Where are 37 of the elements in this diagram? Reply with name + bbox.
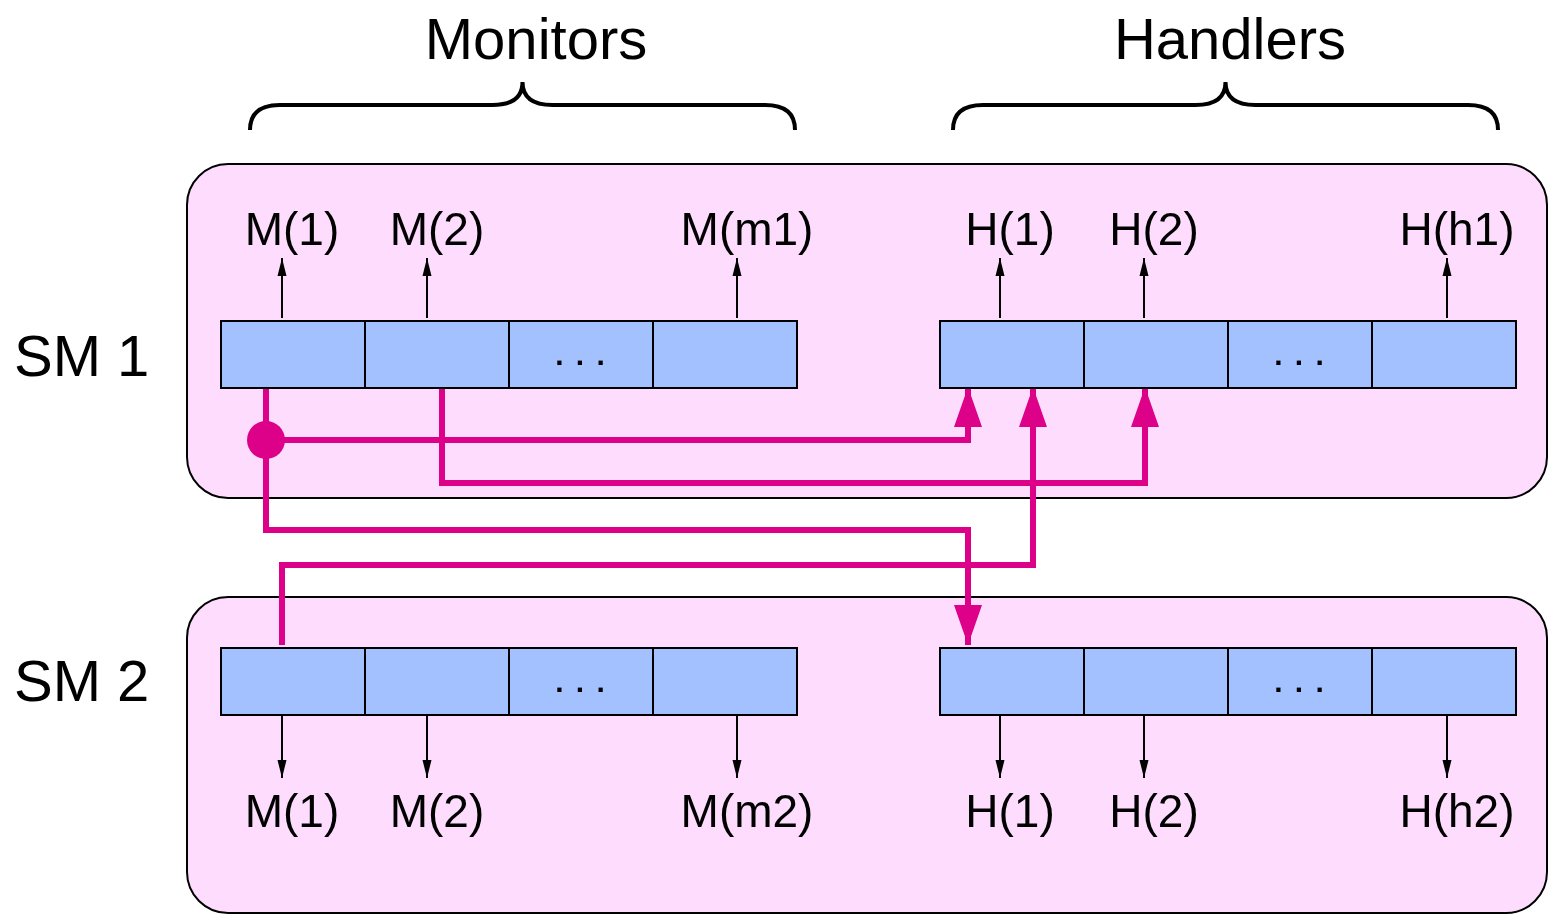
register-cell <box>220 647 366 716</box>
register-cell <box>364 320 510 389</box>
arrow <box>422 257 432 319</box>
register-cell <box>364 647 510 716</box>
arrow <box>1139 257 1149 319</box>
arrow <box>1139 713 1149 779</box>
arrow <box>732 713 742 779</box>
arrow <box>277 257 287 319</box>
register-cell <box>1083 647 1229 716</box>
register-cell: . . . <box>1227 647 1373 716</box>
signal-label: M(m2) <box>667 780 827 842</box>
register-cell <box>939 647 1085 716</box>
arrow <box>732 257 742 319</box>
register-cell <box>1083 320 1229 389</box>
register-cell <box>1371 320 1517 389</box>
register-cell <box>939 320 1085 389</box>
register-cell: . . . <box>508 647 654 716</box>
register-cell <box>1371 647 1517 716</box>
group-heading: Monitors <box>424 10 648 68</box>
register-cell: . . . <box>1227 320 1373 389</box>
arrow <box>995 713 1005 779</box>
signal-label: M(m1) <box>667 198 827 260</box>
signal-label: H(h2) <box>1377 780 1537 842</box>
register-cell <box>652 647 798 716</box>
register-cell <box>652 320 798 389</box>
arrow <box>1442 257 1452 319</box>
register-cell <box>220 320 366 389</box>
arrow <box>1442 713 1452 779</box>
arrow <box>422 713 432 779</box>
arrow <box>277 713 287 779</box>
signal-label: H(h1) <box>1377 198 1537 260</box>
group-heading: Handlers <box>1113 10 1347 68</box>
arrow <box>995 257 1005 319</box>
row-label: SM 1 <box>14 327 150 385</box>
row-label: SM 2 <box>14 652 150 710</box>
arrow <box>439 387 1159 486</box>
register-cell: . . . <box>508 320 654 389</box>
